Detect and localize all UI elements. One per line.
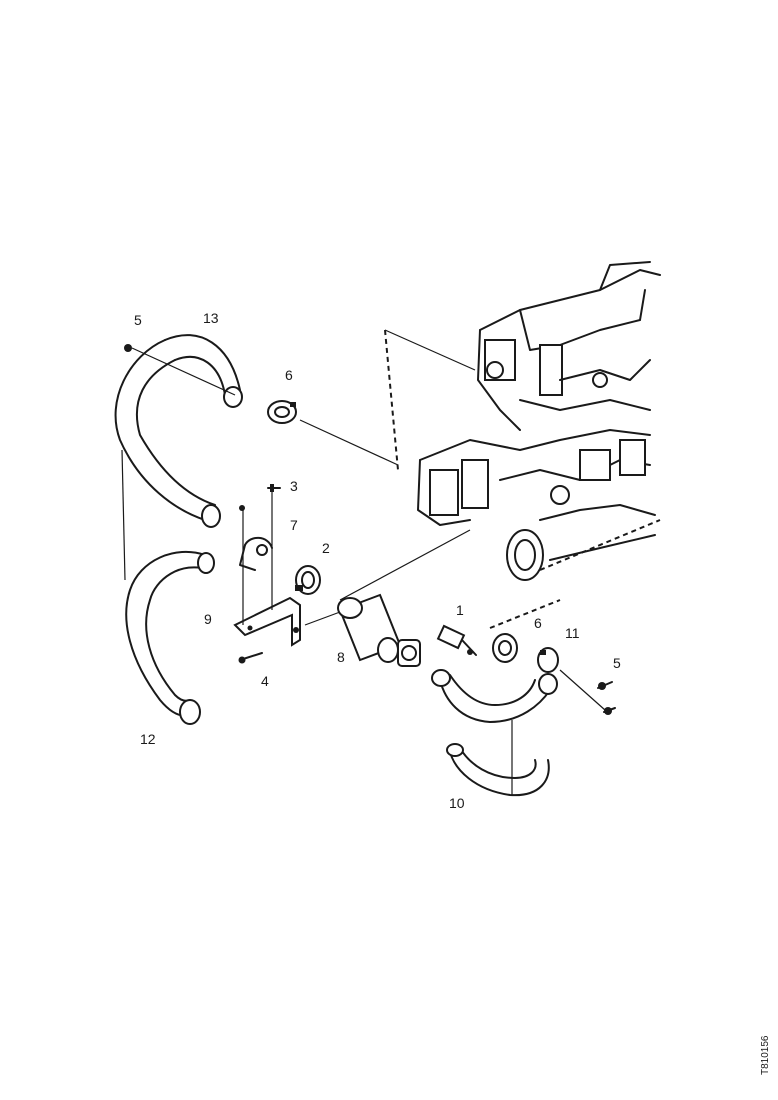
clamp-6-top xyxy=(267,400,297,424)
leader-line-8 xyxy=(304,611,341,626)
dashed-reference-bracket xyxy=(384,329,399,471)
callout-6-right: 6 xyxy=(534,615,542,631)
leader-line-engine xyxy=(384,329,476,371)
bolt-5-right xyxy=(597,681,616,715)
leader-line-block-hose xyxy=(339,529,471,601)
callout-10: 10 xyxy=(449,795,465,811)
connector-line-12-13 xyxy=(121,449,126,581)
clamp-7 xyxy=(239,536,273,571)
figure-id: T810156 xyxy=(760,1035,771,1075)
callout-11: 11 xyxy=(565,625,580,641)
callout-1: 1 xyxy=(456,602,464,618)
callout-3: 3 xyxy=(290,478,298,494)
callout-8: 8 xyxy=(337,649,345,665)
clamp-2 xyxy=(295,565,321,595)
leader-line-engine-lower xyxy=(299,419,399,466)
bolt-4 xyxy=(238,652,263,664)
callout-5-right: 5 xyxy=(613,655,621,671)
bolt-5-top xyxy=(124,344,132,352)
callout-2: 2 xyxy=(322,540,330,556)
hose-8 xyxy=(337,593,402,663)
leader-line-5-top xyxy=(131,347,236,396)
callout-12: 12 xyxy=(140,731,156,747)
dashed-leader-6-right xyxy=(489,599,561,629)
hose-12 xyxy=(125,550,215,725)
callout-9: 9 xyxy=(204,611,212,627)
sensor-1 xyxy=(436,624,477,656)
hose-10-lower xyxy=(446,743,550,797)
callout-6-top: 6 xyxy=(285,367,293,383)
engine-block-drawing xyxy=(417,261,661,581)
leader-line-5-right xyxy=(559,669,606,711)
bracket-9 xyxy=(233,596,301,647)
bolt-small-top xyxy=(239,505,245,511)
callout-4: 4 xyxy=(261,673,269,689)
callout-5-top: 5 xyxy=(134,312,142,328)
thermostat-housing xyxy=(397,639,421,667)
clamp-11 xyxy=(537,647,559,673)
callout-13: 13 xyxy=(203,310,219,326)
hose-13 xyxy=(114,334,243,528)
clamp-6-right xyxy=(492,633,518,663)
hose-10-upper xyxy=(431,669,558,723)
bolt-3 xyxy=(267,484,281,492)
callout-7: 7 xyxy=(290,517,298,533)
